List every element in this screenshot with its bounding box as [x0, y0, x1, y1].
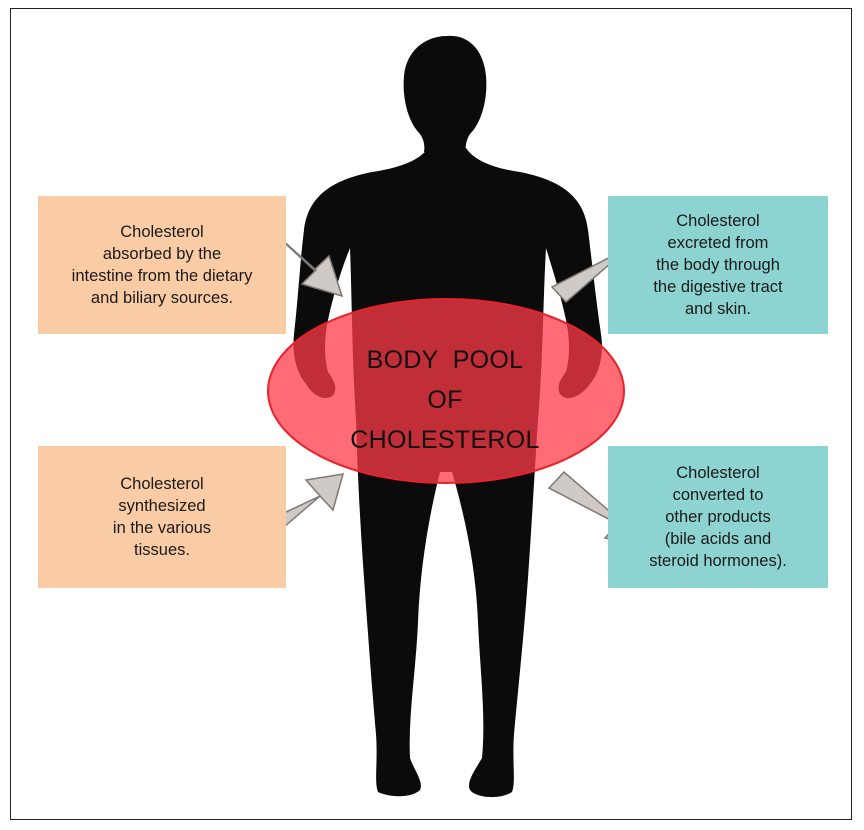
synthesized-text: Cholesterol synthesized in the various t… — [113, 473, 211, 561]
absorbed-line: Cholesterol — [72, 221, 253, 243]
excreted-line: the digestive tract — [653, 276, 782, 298]
synthesized-line: in the various — [113, 517, 211, 539]
converted-line: other products — [649, 506, 787, 528]
converted-line: (bile acids and — [649, 528, 787, 550]
synthesized-line: tissues. — [113, 539, 211, 561]
excreted-line: and skin. — [653, 298, 782, 320]
synthesized-line: Cholesterol — [113, 473, 211, 495]
absorbed-line: absorbed by the — [72, 243, 253, 265]
absorbed-line: and biliary sources. — [72, 287, 253, 309]
absorbed-box: Cholesterol absorbed by the intestine fr… — [38, 196, 286, 334]
converted-text: Cholesterol converted to other products … — [649, 462, 787, 572]
synthesized-line: synthesized — [113, 495, 211, 517]
synthesized-box: Cholesterol synthesized in the various t… — [38, 446, 286, 588]
excreted-text: Cholesterol excreted from the body throu… — [653, 210, 782, 320]
converted-box: Cholesterol converted to other products … — [608, 446, 828, 588]
converted-line: Cholesterol — [649, 462, 787, 484]
silhouette-head — [404, 36, 487, 152]
converted-line: converted to — [649, 484, 787, 506]
body-pool-label-line: CHOLESTEROL — [300, 420, 590, 460]
excreted-line: the body through — [653, 254, 782, 276]
excreted-box: Cholesterol excreted from the body throu… — [608, 196, 828, 334]
body-pool-label-line: BODY POOL — [300, 340, 590, 380]
body-pool-label-line: OF — [300, 380, 590, 420]
absorbed-text: Cholesterol absorbed by the intestine fr… — [72, 221, 253, 309]
absorbed-line: intestine from the dietary — [72, 265, 253, 287]
excreted-line: Cholesterol — [653, 210, 782, 232]
body-pool-label: BODY POOL OF CHOLESTEROL — [300, 340, 590, 460]
excreted-line: excreted from — [653, 232, 782, 254]
converted-line: steroid hormones). — [649, 550, 787, 572]
